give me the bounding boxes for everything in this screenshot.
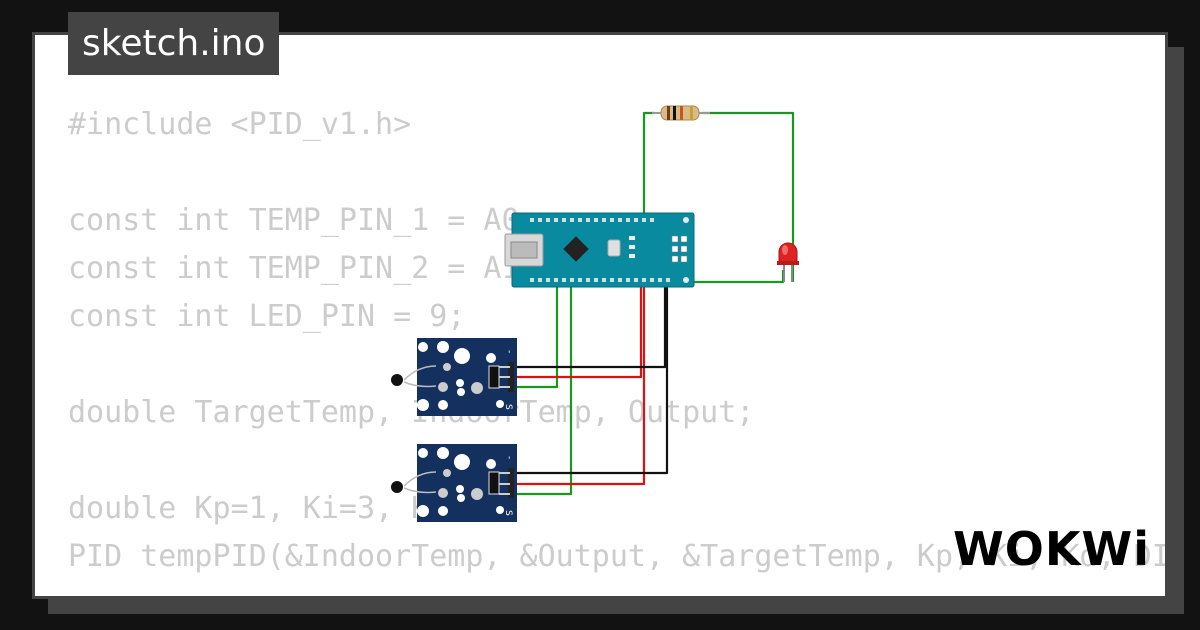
sensor-pin-label: S <box>503 510 513 516</box>
arduino-nano-icon <box>504 212 695 288</box>
wire-sensor1-gnd <box>508 278 667 369</box>
resistor-icon <box>652 105 710 121</box>
ntc-temperature-sensor-icon: S - <box>391 444 517 522</box>
sensor-pin-label: - <box>504 350 514 353</box>
red-led-icon <box>777 242 799 282</box>
code-line: PID tempPID(&IndoorTemp, &Output, &Targe… <box>68 539 1168 574</box>
wire-resistor-to-led <box>702 111 795 282</box>
wire-sensor1-vcc <box>508 278 643 379</box>
wire-sensor2-signal <box>508 278 573 496</box>
wire-sensor2-gnd <box>508 278 669 475</box>
code-line: const int LED_PIN = 9; <box>68 299 466 334</box>
sensor-pin-label: S <box>503 404 513 410</box>
code-line: const int TEMP_PIN_1 = A0; <box>68 203 538 238</box>
sensor-pin-label: - <box>504 456 514 459</box>
wire-sensor2-vcc <box>508 278 646 486</box>
wire-resistor-to-board <box>642 111 655 218</box>
wire-sensor1-signal <box>508 278 559 389</box>
file-name-tab: sketch.ino <box>68 12 280 75</box>
wokwi-logo: WOKWi <box>953 522 1150 576</box>
preview-card: #include <PID_v1.h>const int TEMP_PIN_1 … <box>32 32 1168 599</box>
ntc-temperature-sensor-icon: S - <box>391 338 517 416</box>
code-line: #include <PID_v1.h> <box>68 107 412 142</box>
